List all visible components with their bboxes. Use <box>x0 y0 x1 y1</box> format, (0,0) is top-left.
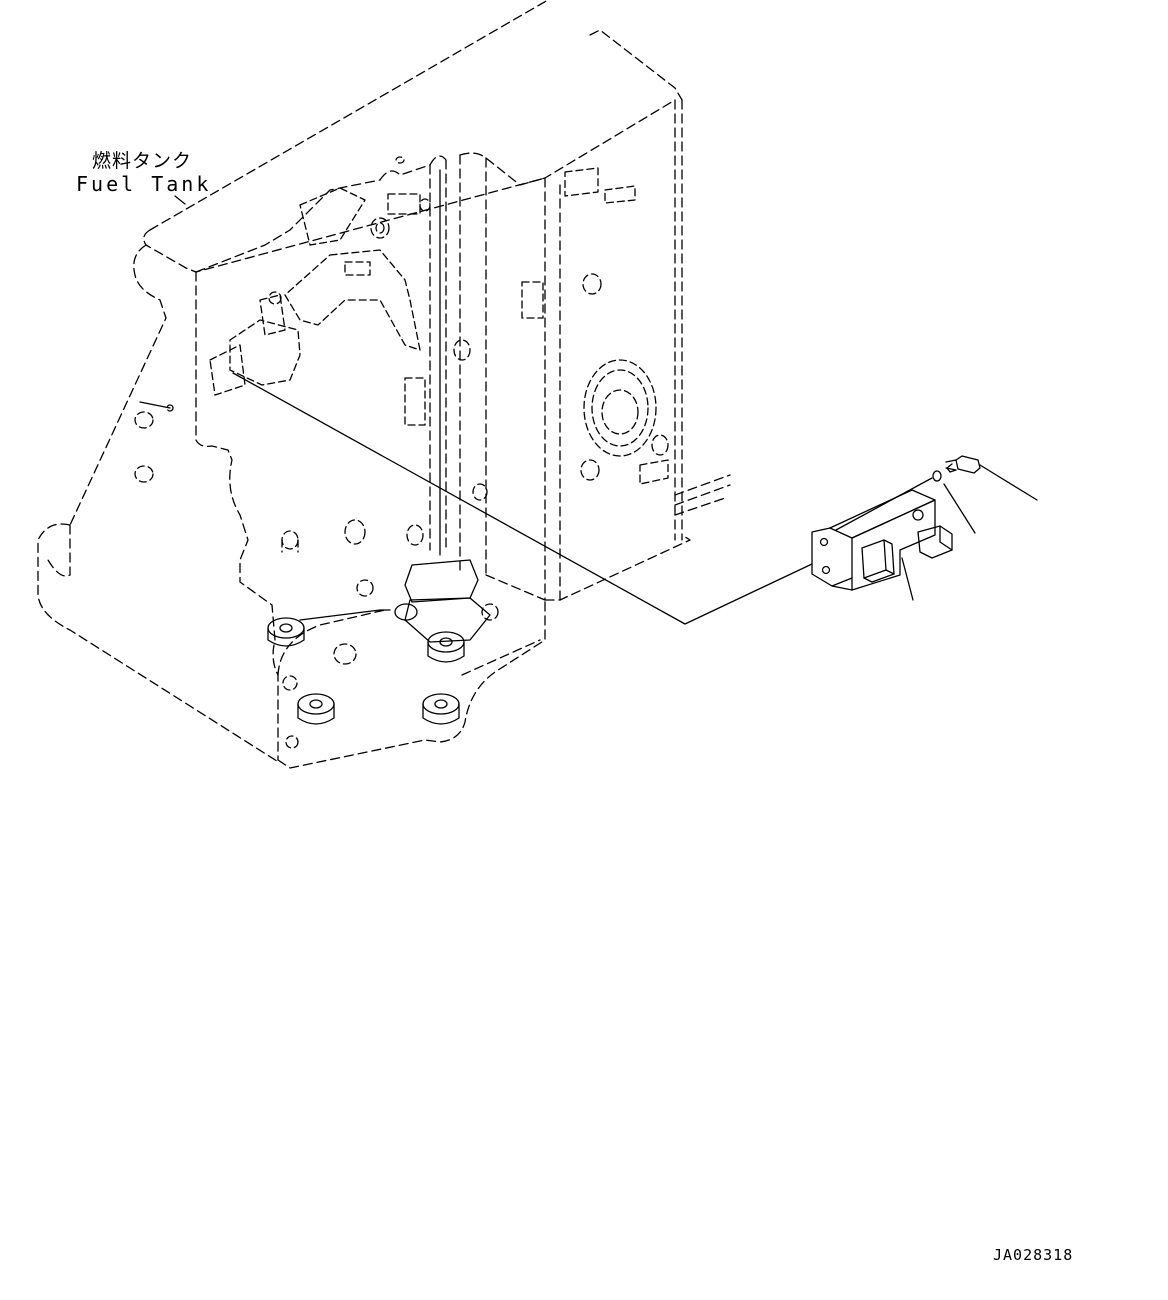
tank-inner-details <box>135 157 668 748</box>
drawing-code-label: JA028318 <box>993 1246 1074 1264</box>
leader-lines <box>140 196 1037 624</box>
sensor-bracket <box>812 490 952 590</box>
fuel-tank-label-english: Fuel Tank <box>76 172 212 196</box>
tank-mount-parts <box>268 170 490 724</box>
washer-and-bolt <box>933 456 980 481</box>
fuel-tank-outline <box>38 0 730 768</box>
fuel-tank-label-japanese: 燃料タンク <box>92 150 193 172</box>
